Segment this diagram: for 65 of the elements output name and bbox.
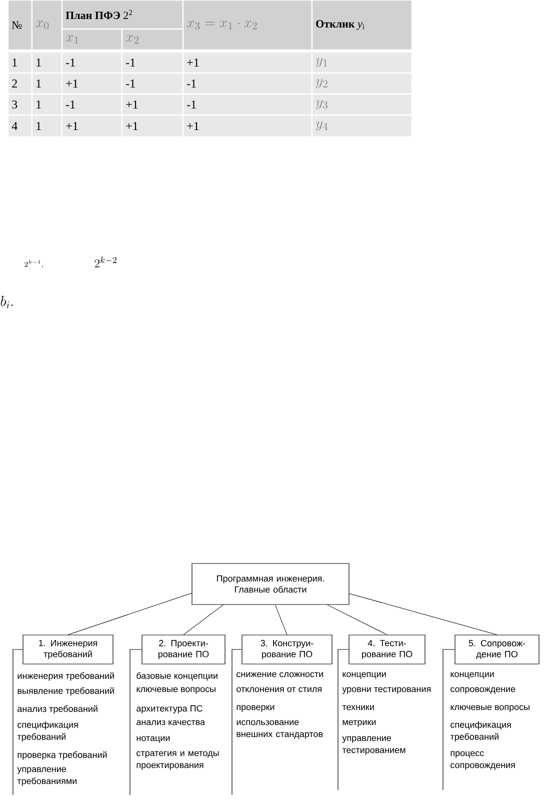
table-cell: -1 <box>121 51 184 74</box>
list-item: сопровождение <box>450 687 516 694</box>
list-item: базовые концепции <box>136 672 218 681</box>
list-item: анализ качества <box>136 720 206 726</box>
formula: $b_i.$ <box>0 296 13 308</box>
list-item: метрики <box>342 720 376 727</box>
list-item: техники <box>342 705 374 710</box>
table-header-cell: Отклик y$_{i}$ <box>311 0 413 51</box>
list-item: процесс сопровождения <box>450 751 515 770</box>
table-cell: 1 <box>31 51 63 74</box>
list-item: управление требованиями <box>17 767 77 786</box>
list-item: проверка требований <box>18 751 107 760</box>
connector <box>327 604 388 635</box>
table-cell: +1 <box>61 114 123 138</box>
table-header-cell: $x_1$ <box>61 28 123 51</box>
list-item: снижение сложности <box>236 672 323 678</box>
table-cell: $y_3$ <box>311 93 413 116</box>
list-item: проверки <box>236 705 274 712</box>
area-box: 1. Инженерия требований <box>22 634 114 664</box>
list-item: архитектура ПС <box>136 705 202 714</box>
table-cell: 1 <box>7 51 33 74</box>
table-cell: -1 <box>61 51 123 74</box>
list-item: анализ требований <box>18 705 98 714</box>
list-item: спецификация требований <box>450 721 511 742</box>
list-item: отклонения от стиля <box>236 687 322 692</box>
list-item: нотации <box>136 736 170 743</box>
table-header-cell: $x_0$ <box>31 0 63 51</box>
list-item: спецификация требований <box>17 721 78 742</box>
table-header-cell: № <box>7 0 33 51</box>
connector <box>274 604 288 635</box>
table-cell: -1 <box>61 93 123 116</box>
table-header-cell: $x_3 = x_1 \cdot x_2$ <box>182 0 313 51</box>
list-item: стратегия и методы проектирования <box>136 751 219 770</box>
list-item: ключевые вопросы <box>136 687 216 694</box>
list-item: концепции <box>450 672 494 679</box>
area-box: 5. Сопровож- дение ПО <box>454 634 540 664</box>
area-box: 3. Конструи- рование ПО <box>242 634 332 664</box>
table-cell: 1 <box>31 72 63 95</box>
list-item: управление тестированием <box>342 736 406 755</box>
table-cell: +1 <box>61 72 123 95</box>
table-cell: $y_2$ <box>311 72 413 95</box>
list-item: ключевые вопросы <box>450 705 530 712</box>
table-cell: -1 <box>121 72 184 95</box>
table-cell: 1 <box>31 93 63 116</box>
table-cell: +1 <box>121 93 184 116</box>
main-area-box: Программная инженерия. Главные области <box>192 563 350 605</box>
table-cell: 2 <box>7 72 33 95</box>
table-header-cell: $x_2$ <box>121 28 184 51</box>
formula: $2^{k-1},$ <box>24 260 44 268</box>
list-item: использование внешних стандартов <box>236 720 323 739</box>
list-item: концепции <box>342 672 386 679</box>
area-box: 4. Тести- рование ПО <box>348 634 426 664</box>
table-cell: +1 <box>121 114 184 138</box>
table-cell: 3 <box>7 93 33 116</box>
table-cell: $y_4$ <box>311 114 413 138</box>
table-cell: 4 <box>7 114 33 138</box>
connector <box>68 592 192 635</box>
list-item: уровни тестирования <box>342 687 431 694</box>
connector <box>183 604 224 635</box>
list-item: выявление требований <box>18 687 114 696</box>
connector <box>349 593 498 635</box>
table-cell: $y_1$ <box>311 51 413 74</box>
formula: $2^{k-2}$ <box>94 256 116 268</box>
area-box: 2. Проекти- рование ПО <box>142 634 226 664</box>
table-cell: 1 <box>31 114 63 138</box>
